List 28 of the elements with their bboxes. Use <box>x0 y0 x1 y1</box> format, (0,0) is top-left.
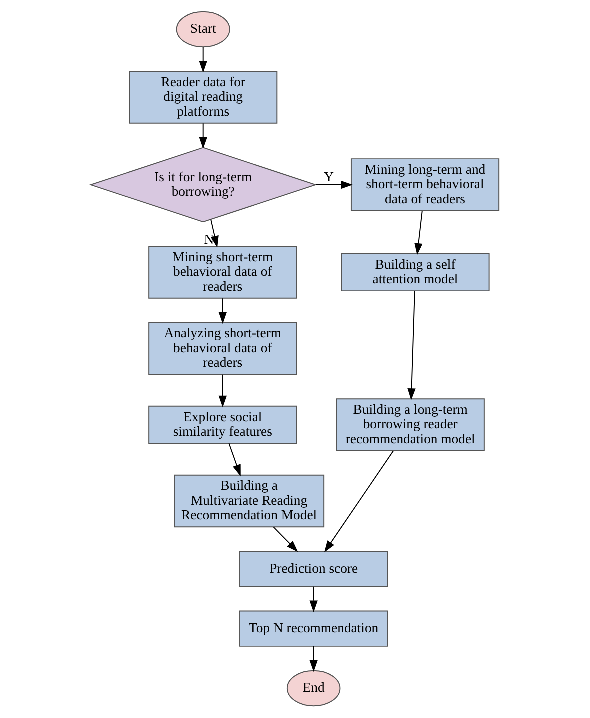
arrow <box>218 374 228 408</box>
node-box: Building a long-term borrowing reader recommendation model <box>336 398 485 452</box>
arrow <box>414 210 423 256</box>
edge-label: Y <box>324 169 334 184</box>
arrow <box>316 180 353 190</box>
node-ellipse: End <box>286 670 341 707</box>
arrow <box>310 586 318 612</box>
node-box: Reader data for digital reading platforms <box>129 71 278 124</box>
edge-label: N <box>204 232 214 247</box>
node-box: Prediction score <box>240 551 388 588</box>
node-box: Building a Multivariate Reading Recommendation Model <box>174 474 325 528</box>
node-box: Top N recommendation <box>240 610 388 647</box>
node-box: Explore social similarity features <box>148 406 298 444</box>
node-box: Mining short-term behavioral data of readers <box>148 246 298 299</box>
arrow <box>210 219 219 248</box>
node-diamond: Is it for long-term borrowing? <box>89 147 318 223</box>
node-box: Building a self attention model <box>341 253 490 292</box>
arrow <box>199 123 208 150</box>
arrow <box>310 646 318 672</box>
node-box: Mining long-term and short-term behavioral data of readers <box>350 158 500 212</box>
arrow <box>228 443 241 477</box>
arrow <box>324 450 394 553</box>
arrow <box>273 526 298 552</box>
arrow <box>408 290 416 400</box>
node-ellipse: Start <box>176 11 230 48</box>
arrow <box>218 298 228 324</box>
arrow <box>199 46 208 73</box>
node-box: Analyzing short-term behavioral data of readers <box>148 322 298 376</box>
